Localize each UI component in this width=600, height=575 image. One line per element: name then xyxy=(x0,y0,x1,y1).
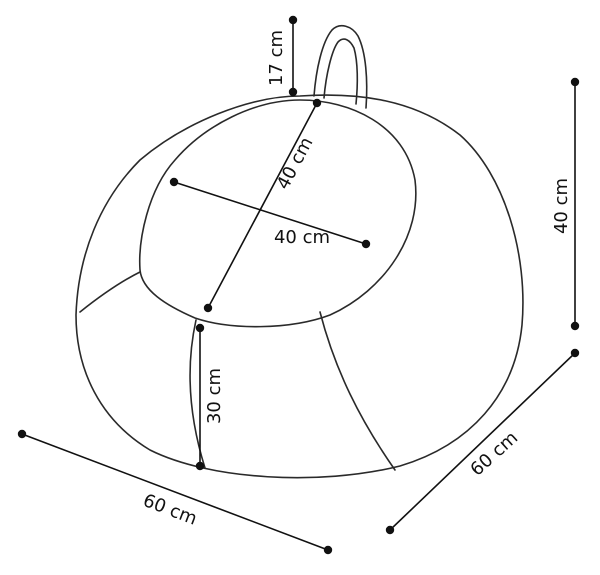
lid-length-line xyxy=(207,102,318,309)
width-dot-right xyxy=(323,545,333,555)
handle-height-label: 17 cm xyxy=(266,30,287,86)
left-side-seam xyxy=(79,271,141,313)
dimension-labels: 17 cm 40 cm 40 cm 40 cm 30 cm 60 cm 60 c… xyxy=(140,30,572,530)
lid-width-label: 40 cm xyxy=(274,227,330,248)
bean-bag-body xyxy=(75,94,524,479)
bean-bag-illustration xyxy=(75,24,524,479)
side-height-label: 30 cm xyxy=(204,368,225,424)
width-label: 60 cm xyxy=(140,490,200,530)
handle-height-dot-bottom xyxy=(288,87,298,97)
lid-length-label: 40 cm xyxy=(273,134,318,193)
handle-height-dot-top xyxy=(288,15,298,25)
total-height-dot-top xyxy=(570,77,580,87)
lid-width-dot-left xyxy=(169,177,179,187)
depth-dot-bottom xyxy=(385,525,395,535)
lid-width-dot-right xyxy=(361,239,371,249)
side-height-dot-top xyxy=(195,323,205,333)
top-lid-panel xyxy=(138,99,417,328)
total-height-dot-bottom xyxy=(570,321,580,331)
width-dot-left xyxy=(17,429,27,439)
handle-loop-inner xyxy=(323,38,359,105)
width-line xyxy=(21,433,329,551)
total-height-label: 40 cm xyxy=(551,178,572,234)
side-height-dot-bottom xyxy=(195,461,205,471)
dimension-lines xyxy=(17,15,580,555)
depth-label: 60 cm xyxy=(466,427,522,480)
bottom-front-seam xyxy=(189,319,206,469)
handle-loop xyxy=(313,24,368,109)
lid-length-dot-bottom xyxy=(203,303,213,313)
lid-width-line xyxy=(173,181,367,245)
depth-line xyxy=(389,352,576,531)
depth-dot-top xyxy=(570,348,580,358)
lid-length-dot-top xyxy=(312,98,322,108)
right-front-seam xyxy=(319,311,396,471)
